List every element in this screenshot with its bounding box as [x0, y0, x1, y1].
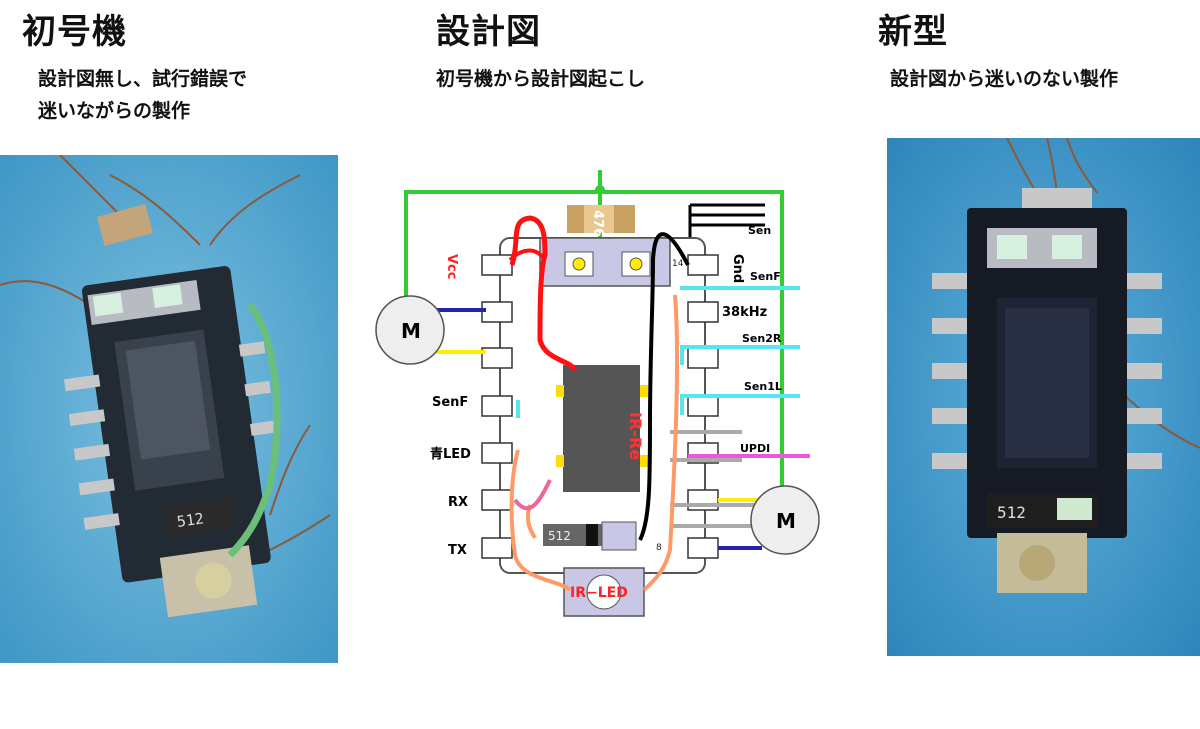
desc-prototype-line1: 設計図無し、試行錯誤で	[38, 68, 248, 90]
desc-blueprint: 初号機から設計図起こし	[436, 68, 646, 90]
pin14-label: 14	[672, 259, 684, 269]
resistor-label: 512	[548, 529, 571, 543]
label-sen1l: Sen1L	[744, 380, 782, 393]
label-38khz: 38kHz	[722, 305, 767, 320]
label-senf-left: SenF	[432, 395, 468, 410]
label-vcc: Vcc	[444, 254, 459, 279]
label-gnd: Gnd	[730, 254, 745, 283]
label-sen: Sen	[748, 224, 771, 237]
photo-left-resistor-text: 512	[176, 509, 205, 531]
title-new-model: 新型	[878, 12, 948, 52]
desc-new-model: 設計図から迷いのない製作	[890, 68, 1119, 90]
schematic-diagram: 476 14 IR-Re 512 8 IR−LED	[375, 170, 820, 617]
title-blueprint: 設計図	[436, 12, 541, 52]
label-rx: RX	[448, 495, 468, 510]
label-senf-right: SenF	[750, 270, 781, 283]
label-sen2r: Sen2R	[742, 332, 782, 345]
photo-prototype: 512	[0, 155, 338, 663]
label-blue-led: 青LED	[430, 446, 471, 462]
pin8-label: 8	[656, 543, 662, 553]
ir-led-label: IR−LED	[570, 585, 628, 601]
ir-receiver-label: IR-Re	[626, 412, 645, 460]
photo-new-model: 512	[887, 138, 1200, 656]
label-tx: TX	[448, 543, 467, 558]
title-prototype: 初号機	[22, 12, 127, 52]
desc-prototype-line2: 迷いながらの製作	[38, 100, 191, 122]
capacitor-label: 476	[590, 210, 605, 237]
motor-left-label: M	[401, 319, 421, 343]
label-updi: UPDI	[740, 442, 770, 455]
motor-right-label: M	[776, 509, 796, 533]
photo-right-resistor-text: 512	[997, 503, 1026, 522]
